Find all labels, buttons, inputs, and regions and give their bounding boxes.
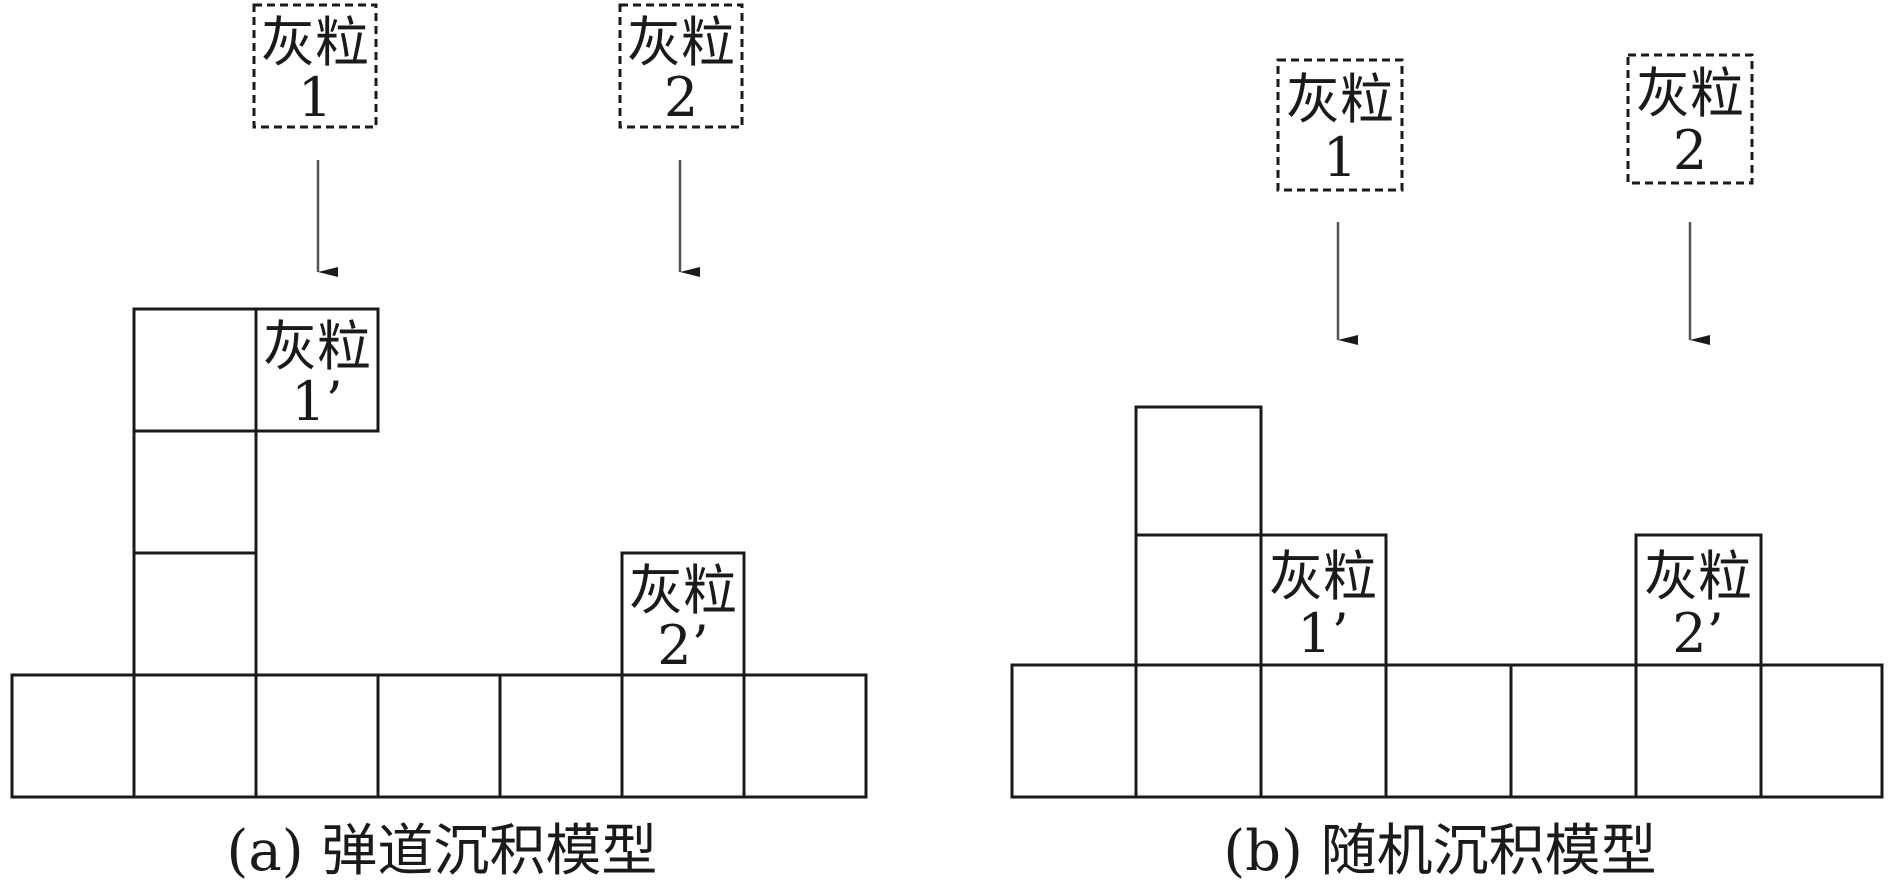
deposited-particle (1134, 405, 1263, 537)
particle-label-bottom: 1 (298, 66, 332, 129)
particle-label-bottom: 1 (1323, 126, 1357, 189)
particle-label-top: 灰粒 (1644, 545, 1752, 608)
panel-caption: (a) 弹道沉积模型 (227, 819, 658, 884)
particle-label-top: 灰粒 (263, 315, 371, 378)
substrate-cell (1010, 663, 1138, 799)
deposited-particle (132, 307, 258, 433)
substrate-cell (1134, 663, 1263, 799)
particle-label-top: 灰粒 (627, 11, 735, 74)
substrate-row-b (1010, 663, 1884, 799)
substrate-cell (498, 673, 624, 799)
panel-a: 灰粒 1’ 灰粒 2’ 灰粒 1 灰粒 2 (a) 弹道沉积模型 (10, 3, 868, 884)
substrate-cell (1634, 663, 1763, 799)
substrate-cell (1259, 663, 1388, 799)
particle-label-top: 灰粒 (261, 11, 369, 74)
falling-particle-1: 灰粒 1 (1276, 58, 1404, 192)
substrate-cell (376, 673, 502, 799)
substrate-cell (1509, 663, 1638, 799)
substrate-cell (1384, 663, 1513, 799)
substrate-cell (620, 673, 746, 799)
particle-label-bottom: 1’ (1297, 602, 1349, 665)
deposited-particle (132, 429, 258, 555)
particle-label-top: 灰粒 (629, 559, 737, 622)
particle-label-bottom: 2’ (1672, 602, 1724, 665)
substrate-cell (10, 673, 136, 799)
particle-label-top: 灰粒 (1286, 68, 1394, 131)
deposited-particle-1-prime: 灰粒 1’ (1259, 533, 1388, 667)
panel-caption: (b) 随机沉积模型 (1223, 819, 1656, 884)
particle-label-bottom: 2’ (657, 614, 709, 677)
deposited-particle-1-prime: 灰粒 1’ (254, 307, 380, 433)
deposited-particle-2-prime: 灰粒 2’ (1634, 533, 1763, 667)
deposited-particle (1134, 533, 1263, 667)
substrate-cell (254, 673, 380, 799)
particle-label-bottom: 2 (1673, 119, 1707, 182)
deposited-particle-2-prime: 灰粒 2’ (620, 551, 746, 677)
falling-particle-1: 灰粒 1 (252, 3, 378, 129)
falling-particle-2: 灰粒 2 (1626, 53, 1754, 185)
substrate-cell (1759, 663, 1884, 799)
particle-label-bottom: 1’ (291, 370, 343, 433)
substrate-cell (132, 673, 258, 799)
substrate-cell (742, 673, 868, 799)
particle-label-bottom: 2 (664, 66, 698, 129)
particle-label-top: 灰粒 (1269, 545, 1377, 608)
falling-particle-2: 灰粒 2 (618, 3, 744, 129)
panel-b: 灰粒 1’ 灰粒 2’ 灰粒 1 灰粒 2 (b) 随机沉积模型 (1010, 53, 1884, 884)
substrate-row-a (10, 673, 868, 799)
particle-label-top: 灰粒 (1636, 62, 1744, 125)
deposited-particle (132, 551, 258, 677)
